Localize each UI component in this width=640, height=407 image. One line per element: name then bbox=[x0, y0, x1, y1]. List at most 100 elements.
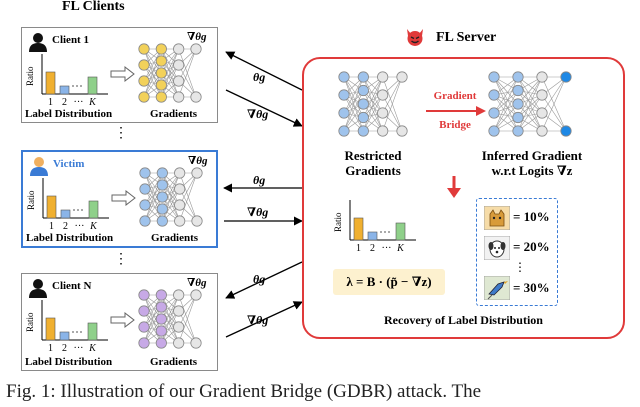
formula-text: λ = B · (p̃ − ∇z) bbox=[346, 274, 432, 289]
inferred-net-edge bbox=[517, 76, 543, 105]
inferred-net-node bbox=[512, 84, 524, 97]
victim-person-icon bbox=[30, 157, 48, 176]
client-0-net-edge bbox=[161, 60, 179, 98]
client-1-net-edge bbox=[162, 172, 180, 210]
client-1-net-node bbox=[156, 191, 168, 203]
client-2-net-node bbox=[173, 289, 185, 301]
theta-arrow-client-n bbox=[225, 261, 303, 299]
client-2-gradient-network bbox=[138, 289, 202, 349]
client-2-net-node bbox=[190, 289, 202, 301]
client-1-net-edge bbox=[179, 172, 198, 206]
restricted-net-node bbox=[357, 98, 369, 110]
gradient-label: Gradient bbox=[433, 90, 477, 102]
inferred-line-1: Inferred Gradient bbox=[481, 148, 583, 163]
inferred-net-node bbox=[488, 71, 500, 83]
client-2-net-node bbox=[190, 337, 202, 349]
client-2-net-edge bbox=[161, 294, 179, 328]
client-1-net-node bbox=[174, 183, 186, 195]
client-1-net-node bbox=[191, 215, 203, 227]
server-title: FL Server bbox=[436, 30, 497, 45]
client-2-net-edge bbox=[143, 294, 162, 332]
client-2-net-node bbox=[173, 337, 185, 349]
inferred-net-edge bbox=[493, 103, 519, 132]
client-0-tick: 1 bbox=[48, 97, 53, 108]
client-0-net-edge bbox=[161, 48, 179, 86]
inferred-net-edge bbox=[493, 76, 519, 114]
client-0-net-node bbox=[155, 55, 167, 67]
client-1-net-node bbox=[156, 167, 168, 179]
server-tick: K bbox=[396, 243, 405, 254]
client-1-gradients-caption: Gradients bbox=[151, 232, 199, 244]
client-2-tick: ··· bbox=[74, 343, 84, 354]
client-1-net-node bbox=[139, 215, 151, 227]
inferred-net-node bbox=[536, 125, 548, 137]
client-0-tick: 2 bbox=[62, 97, 67, 108]
inferred-net-edge bbox=[517, 90, 543, 132]
client-0-net-edge bbox=[143, 48, 162, 82]
restricted-net-node bbox=[377, 89, 389, 101]
inferred-net-edge bbox=[493, 76, 519, 105]
figure-caption: Fig. 1: Illustration of our Gradient Bri… bbox=[6, 381, 482, 402]
client-1-name: Victim bbox=[53, 158, 85, 170]
formula-box: λ = B · (p̃ − ∇z) bbox=[333, 269, 445, 295]
client-1-net-node bbox=[156, 179, 168, 191]
client-1-net-edge bbox=[144, 188, 163, 222]
client-1-bar bbox=[60, 209, 71, 219]
client-1-ratio-label: Ratio bbox=[27, 190, 36, 210]
client-0-net-edge bbox=[178, 48, 197, 98]
inferred-net-edge bbox=[541, 76, 567, 132]
client-2-net-node bbox=[155, 301, 167, 313]
inferred-net-node bbox=[536, 107, 548, 119]
client-0-net-edge bbox=[178, 64, 197, 98]
restricted-net-edge bbox=[343, 94, 364, 132]
client-1-bar bbox=[46, 195, 57, 219]
grad-label-1: ∇θg bbox=[247, 107, 269, 121]
restricted-net-edge bbox=[363, 90, 383, 132]
inferred-net-node bbox=[512, 71, 524, 83]
cat-icon bbox=[484, 206, 510, 230]
restricted-line-2: Gradients bbox=[345, 163, 401, 178]
client-1-net-node bbox=[156, 203, 168, 215]
restricted-net-node bbox=[357, 71, 369, 83]
inferred-net-node bbox=[536, 71, 548, 83]
grad-label-victim: ∇θg bbox=[247, 205, 269, 219]
client-0-gradient-network bbox=[138, 43, 202, 103]
client-0-net-node bbox=[138, 75, 150, 87]
bird-icon bbox=[484, 276, 510, 300]
inferred-net-edge bbox=[517, 94, 543, 132]
inferred-net-node bbox=[536, 89, 548, 101]
client-2-ratio-label: Ratio bbox=[26, 312, 35, 332]
client-2-bar bbox=[59, 331, 70, 341]
clients-title: FL Clients bbox=[62, 0, 125, 14]
client-1-net-node bbox=[139, 183, 151, 195]
inferred-net-node bbox=[560, 71, 572, 83]
client-0-net-node bbox=[173, 59, 185, 71]
client-1-hollow-arrow bbox=[111, 190, 136, 206]
client-2-hollow-arrow bbox=[110, 312, 135, 328]
person-icon bbox=[29, 279, 47, 298]
result-ellipsis: ⋮ bbox=[514, 260, 526, 274]
inferred-net-edge bbox=[541, 76, 567, 114]
restricted-net-node bbox=[357, 111, 369, 124]
inferred-net-edge bbox=[493, 94, 519, 132]
client-1-net-edge bbox=[144, 184, 163, 222]
gradient-bridge-arrow bbox=[426, 106, 486, 116]
client-1-net-node bbox=[174, 215, 186, 227]
client-1-net-edge bbox=[162, 172, 180, 206]
dog-icon bbox=[484, 236, 510, 260]
inferred-net-edge bbox=[493, 90, 519, 132]
server-bar bbox=[353, 217, 364, 241]
client-2-net-edge bbox=[178, 310, 197, 344]
client-2-net-node bbox=[138, 289, 150, 301]
client-2-grad-symbol: ∇θg bbox=[187, 277, 207, 289]
results-box bbox=[476, 198, 558, 306]
client-0-net-node bbox=[138, 43, 150, 55]
server-bar bbox=[367, 231, 378, 241]
inferred-net-node bbox=[512, 98, 524, 110]
grad-label-n: ∇θg bbox=[247, 313, 269, 327]
